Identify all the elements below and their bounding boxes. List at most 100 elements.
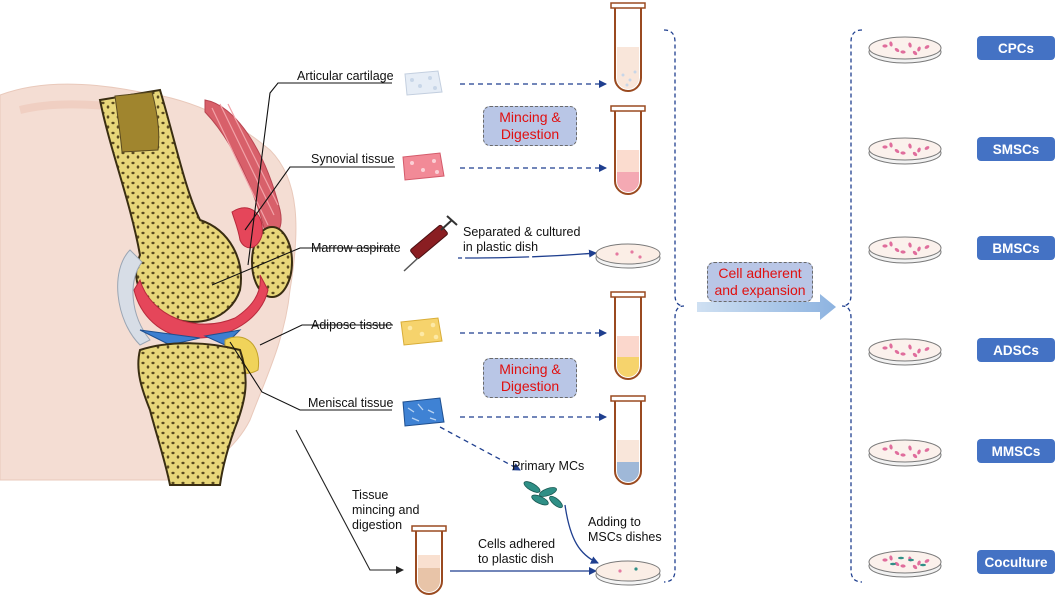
cell-dot: [894, 561, 900, 567]
cell-dot: [917, 449, 921, 455]
brackets: [663, 29, 863, 583]
badge-coculture: Coculture: [977, 550, 1055, 574]
cell-dot: [882, 145, 888, 149]
cell-dot: [894, 148, 900, 154]
adipose-sample: [400, 317, 443, 346]
cell-dot: [882, 558, 888, 562]
leader-lines: [211, 82, 395, 411]
mincing-digestion-box-top: Mincing & Digestion: [483, 106, 577, 146]
badge-adscs: ADSCs: [977, 338, 1055, 362]
leader-adipose: [259, 324, 393, 346]
cell-dot: [900, 564, 906, 568]
arrow-knee-to-tube: [295, 429, 404, 574]
label-cells-adhered: Cells adhered to plastic dish: [478, 537, 556, 566]
cell-adherent-box: Cell adherent and expansion: [707, 262, 813, 302]
cell-dot: [900, 453, 906, 457]
cell-dot: [908, 445, 912, 451]
cell-dot: [889, 343, 893, 349]
tube-synovial: [610, 105, 646, 195]
label-marrow-aspirate: Marrow aspirate: [311, 241, 401, 255]
cell-dot: [889, 555, 893, 561]
cell-dot: [924, 559, 930, 563]
label-tissue-mincing: Tissue mincing and digestion: [352, 488, 420, 532]
label-primary-mcs: Primary MCs: [512, 459, 585, 473]
result-dishes: [868, 36, 942, 578]
cell-dot: [924, 448, 930, 452]
cell-dot: [924, 245, 930, 249]
articular-cartilage-band: [133, 274, 269, 339]
badge-mmscs: MMSCs: [977, 439, 1055, 463]
cell-dot: [912, 151, 918, 157]
cell-dot: [900, 151, 906, 155]
leader-synovial: [244, 166, 395, 231]
tube-adipose: [610, 291, 646, 380]
cell-dot: [917, 46, 921, 52]
label-meniscal-tissue: Meniscal tissue: [308, 396, 394, 410]
cell-dot: [889, 142, 893, 148]
mc-cell-dot: [920, 563, 926, 567]
result-dish-smscs: [868, 137, 942, 165]
knee-illustration: [0, 83, 297, 486]
result-dish-mmscs: [868, 439, 942, 467]
cell-dot: [894, 247, 900, 253]
meniscus: [139, 329, 201, 346]
tibia: [137, 342, 247, 486]
cell-dot: [882, 244, 888, 248]
cartilage-sample: [404, 70, 443, 96]
tube-coculture-source: [411, 525, 447, 595]
result-dish-cpcs: [868, 36, 942, 64]
cell-dot: [917, 246, 921, 252]
cell-dot: [882, 447, 888, 451]
cell-dot: [908, 242, 912, 248]
syringe-icon: [403, 215, 458, 272]
cell-dot: [908, 42, 912, 48]
cell-dot: [889, 241, 893, 247]
meniscal-sample: [402, 397, 445, 427]
cell-dot: [924, 45, 930, 49]
label-synovial-tissue: Synovial tissue: [311, 152, 395, 166]
dish-marrow: [595, 243, 661, 269]
dish-coculture-small: [595, 560, 661, 586]
label-adding-to-mscs: Adding to MSCs dishes: [588, 515, 662, 544]
arrow-marrow-to-dish: [457, 249, 597, 259]
cell-dot: [912, 352, 918, 358]
badge-cpcs: CPCs: [977, 36, 1055, 60]
tissue-samples: [400, 70, 563, 509]
cell-dot: [912, 250, 918, 256]
cell-dot: [882, 44, 888, 48]
cell-dot: [917, 560, 921, 566]
cell-dot: [912, 453, 918, 459]
label-separated-cultured: Separated & cultured in plastic dish: [463, 225, 581, 254]
cell-dot: [900, 250, 906, 254]
label-articular-cartilage: Articular cartilage: [297, 69, 394, 83]
cell-dot: [894, 47, 900, 53]
cell-dot: [908, 143, 912, 149]
result-dish-bmscs: [868, 236, 942, 264]
badge-smscs: SMSCs: [977, 137, 1055, 161]
cell-dot: [882, 346, 888, 350]
result-dish-adscs: [868, 338, 942, 366]
cell-dot: [924, 347, 930, 351]
mc-cell-dot: [908, 558, 914, 562]
primary-mc-cells: [523, 481, 563, 509]
mincing-digestion-box-bottom: Mincing & Digestion: [483, 358, 577, 398]
tube-cartilage: [610, 2, 646, 92]
right-bracket: [841, 29, 863, 583]
leader-articular: [247, 82, 392, 266]
tube-meniscal: [610, 395, 646, 485]
cell-dot: [889, 41, 893, 47]
cell-dot: [912, 50, 918, 56]
synovial-sample: [402, 152, 445, 181]
cell-dot: [924, 146, 930, 150]
middle-dishes: [595, 243, 661, 586]
cell-dot: [889, 444, 893, 450]
mc-cell-dot: [890, 562, 896, 566]
cell-dot: [900, 352, 906, 356]
leader-meniscal: [229, 341, 392, 411]
left-bracket: [663, 29, 685, 583]
arrow-meniscal-to-mcs: [439, 426, 521, 471]
dashed-arrows: [439, 80, 607, 471]
cell-dot: [917, 348, 921, 354]
